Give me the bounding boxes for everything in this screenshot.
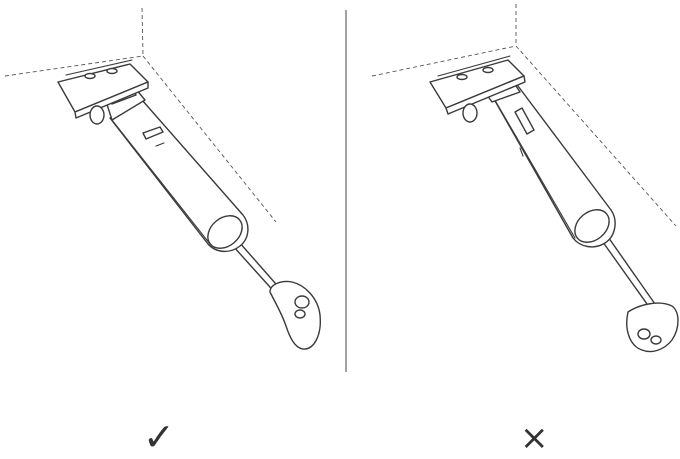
panel-correct [4,7,321,350]
wheel-left [89,105,105,125]
cross-icon: × [520,418,549,458]
vacuum-body-left [109,99,249,253]
display-window-right [514,107,535,135]
display-window-left [142,126,164,140]
checkmark-icon: ✓ [143,415,175,459]
room-corner-lines-left [4,7,277,223]
vacuum-tilted [429,55,679,353]
panel-incorrect [371,4,679,353]
handle-grip-right [626,302,679,353]
wheel-right [462,103,478,123]
vacuum-upright [57,59,321,350]
room-corner-lines-right [371,4,677,227]
